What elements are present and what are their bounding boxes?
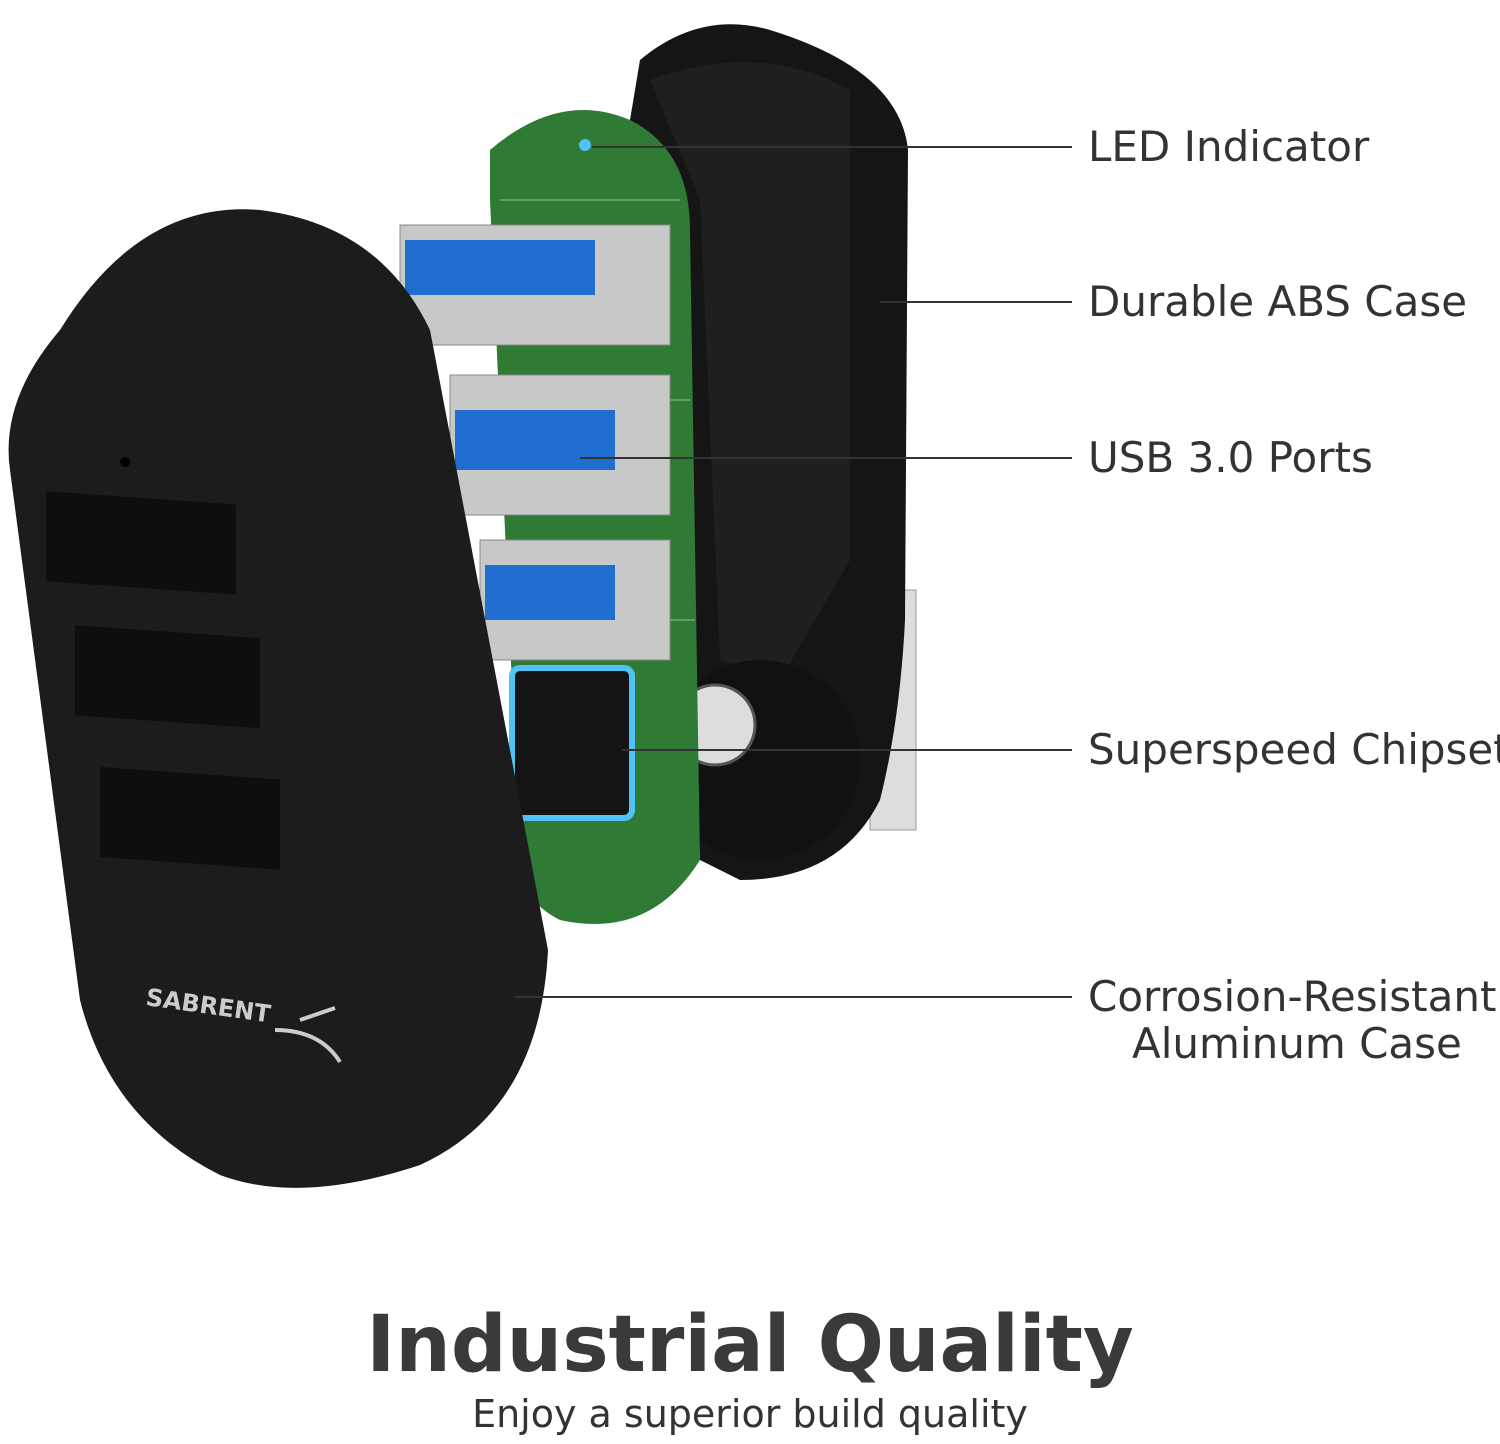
label-aluminum-line2: Aluminum Case (1132, 1019, 1462, 1068)
label-abs-case: Durable ABS Case (1088, 277, 1468, 326)
chipset (509, 665, 635, 821)
label-chipset: Superspeed Chipset (1088, 725, 1500, 774)
led-indicator-light (579, 139, 591, 151)
label-usb-ports: USB 3.0 Ports (1088, 433, 1373, 482)
callout-lines (515, 146, 1072, 998)
page-subtitle: Enjoy a superior build quality (472, 1392, 1028, 1436)
page-title: Industrial Quality (366, 1300, 1134, 1390)
aluminum-case-front: SABRENT (8, 209, 549, 1188)
usb-ports (399, 224, 671, 661)
label-aluminum-line1: Corrosion-Resistant (1088, 972, 1497, 1021)
label-led-indicator: LED Indicator (1088, 122, 1370, 171)
